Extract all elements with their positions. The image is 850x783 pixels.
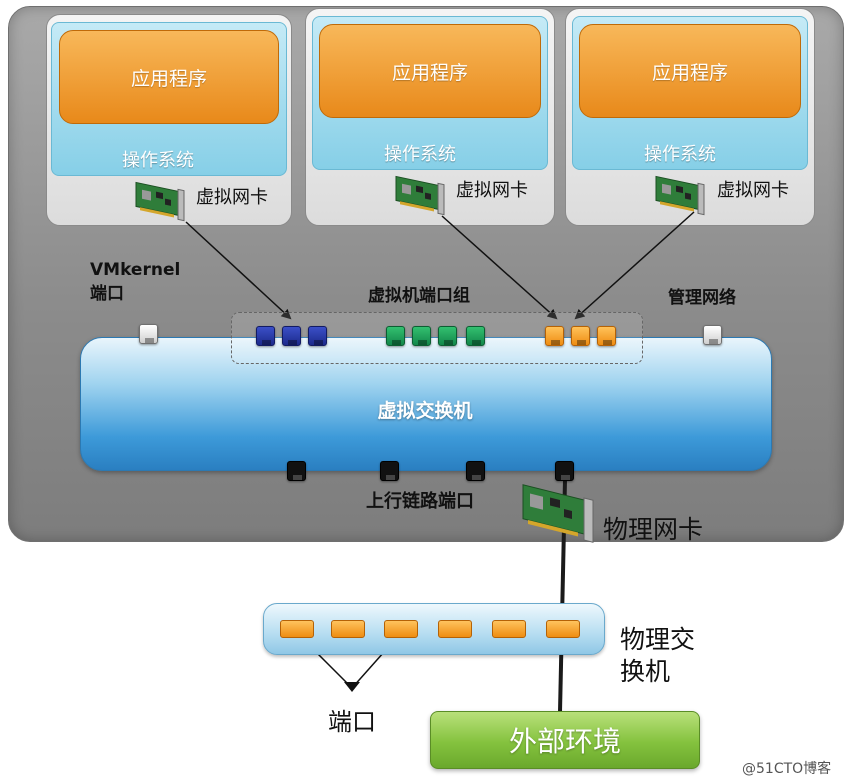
management-port-icon <box>703 325 722 345</box>
vm-2-os-label: 操作系统 <box>384 144 456 165</box>
virtual-switch <box>80 337 772 471</box>
physical-nic-card-icon <box>522 484 594 543</box>
external-environment: 外部环境 <box>430 711 700 769</box>
portgroup-blue-port-icon <box>308 326 327 346</box>
physical-switch-label: 物理交 换机 <box>620 625 696 686</box>
vm-3-vnic-label: 虚拟网卡 <box>717 180 789 201</box>
uplink-port-icon <box>380 461 399 481</box>
vm-1-nic-card-icon <box>135 181 185 222</box>
portgroup-green-port-icon <box>386 326 405 346</box>
port-label: 端口 <box>328 708 376 736</box>
physical-switch-port-icon <box>546 620 580 638</box>
vm-3-application-label: 应用程序 <box>651 61 728 84</box>
vm-3-to-portgroup-arrow <box>574 211 695 320</box>
portgroup-label: 虚拟机端口组 <box>368 286 470 306</box>
physical-switch-port-icon <box>331 620 365 638</box>
vm-2-nic-card-icon <box>395 175 445 216</box>
vm-2-vnic-label: 虚拟网卡 <box>456 180 528 201</box>
watermark: @51CTO博客 <box>742 761 832 777</box>
physical-switch-port-icon <box>492 620 526 638</box>
uplink-port-icon <box>555 461 574 481</box>
vm-1-application: 应用程序 <box>59 30 279 124</box>
vm-3-nic-card-icon <box>655 175 705 216</box>
vm-1-vnic-label: 虚拟网卡 <box>196 187 268 208</box>
external-environment-label: 外部环境 <box>508 725 621 758</box>
portgroup-green-port-icon <box>438 326 457 346</box>
vm-2-application-label: 应用程序 <box>391 61 468 84</box>
physical-nic-label: 物理网卡 <box>603 515 704 544</box>
vmkernel-port-label: VMkernel 端口 <box>90 260 181 304</box>
physical-switch-port-icon <box>384 620 418 638</box>
virtual-switch-label: 虚拟交换机 <box>377 400 473 422</box>
vm-1-to-portgroup-arrow <box>185 221 292 320</box>
vm-3-os-label: 操作系统 <box>644 144 716 165</box>
vm-2-to-portgroup-arrow <box>441 215 558 320</box>
uplink-port-icon <box>466 461 485 481</box>
portgroup-blue-port-icon <box>282 326 301 346</box>
vm-1-application-label: 应用程序 <box>130 67 207 90</box>
vm-3-application: 应用程序 <box>579 24 801 118</box>
portgroup-blue-port-icon <box>256 326 275 346</box>
vm-2-application: 应用程序 <box>319 24 541 118</box>
physical-switch-port-icon <box>280 620 314 638</box>
uplink-ports-label: 上行链路端口 <box>366 491 474 512</box>
portgroup-orange-port-icon <box>571 326 590 346</box>
uplink-port-icon <box>287 461 306 481</box>
portgroup-green-port-icon <box>466 326 485 346</box>
management-network-label: 管理网络 <box>668 288 736 308</box>
portgroup-orange-port-icon <box>597 326 616 346</box>
vmkernel-port-icon <box>139 324 158 344</box>
vm-1-os-label: 操作系统 <box>122 150 194 171</box>
portgroup-orange-port-icon <box>545 326 564 346</box>
portgroup-green-port-icon <box>412 326 431 346</box>
port-arrowhead <box>344 682 360 692</box>
physical-switch-port-icon <box>438 620 472 638</box>
